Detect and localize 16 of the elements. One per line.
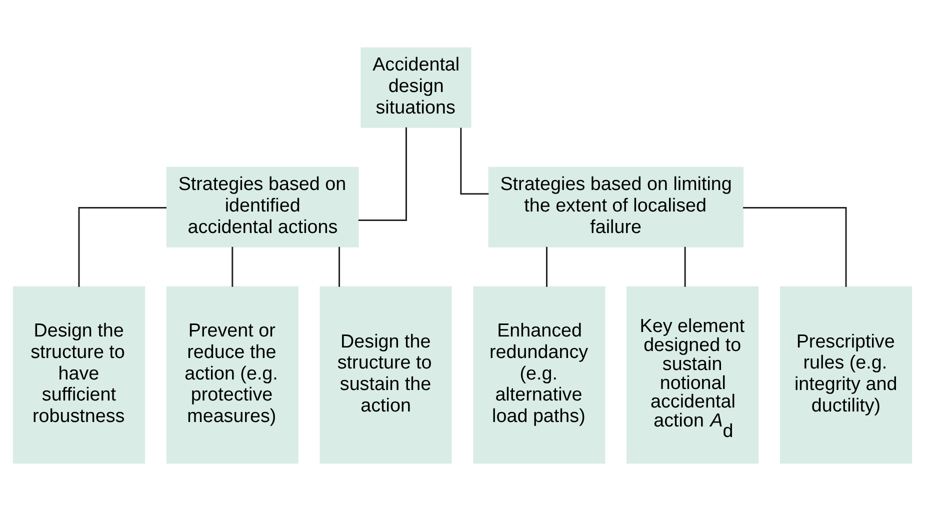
connector — [338, 246, 340, 286]
node-box: Design the structure to sustain the action — [320, 286, 452, 464]
node-box: Strategies based on limiting the extent of localised failure — [488, 166, 744, 247]
node-box: Accidental design situations — [360, 46, 472, 128]
node-box: Enhanced redundancy (e.g. alternative load paths) — [473, 286, 606, 464]
connector — [743, 206, 847, 286]
node-box: Design the structure to have sufficient robustness — [12, 286, 145, 464]
connector — [546, 246, 548, 286]
node-box: Prescriptive rules (e.g. integrity and ductility) — [780, 286, 912, 464]
connector — [684, 246, 686, 286]
connector — [460, 127, 489, 194]
node-box: Prevent or reduce the action (e.g. protective measures) — [166, 286, 298, 464]
connector — [78, 206, 166, 286]
node-box: Strategies based on identified accidental actions — [166, 166, 359, 247]
connector — [232, 246, 234, 286]
connector — [358, 126, 407, 221]
